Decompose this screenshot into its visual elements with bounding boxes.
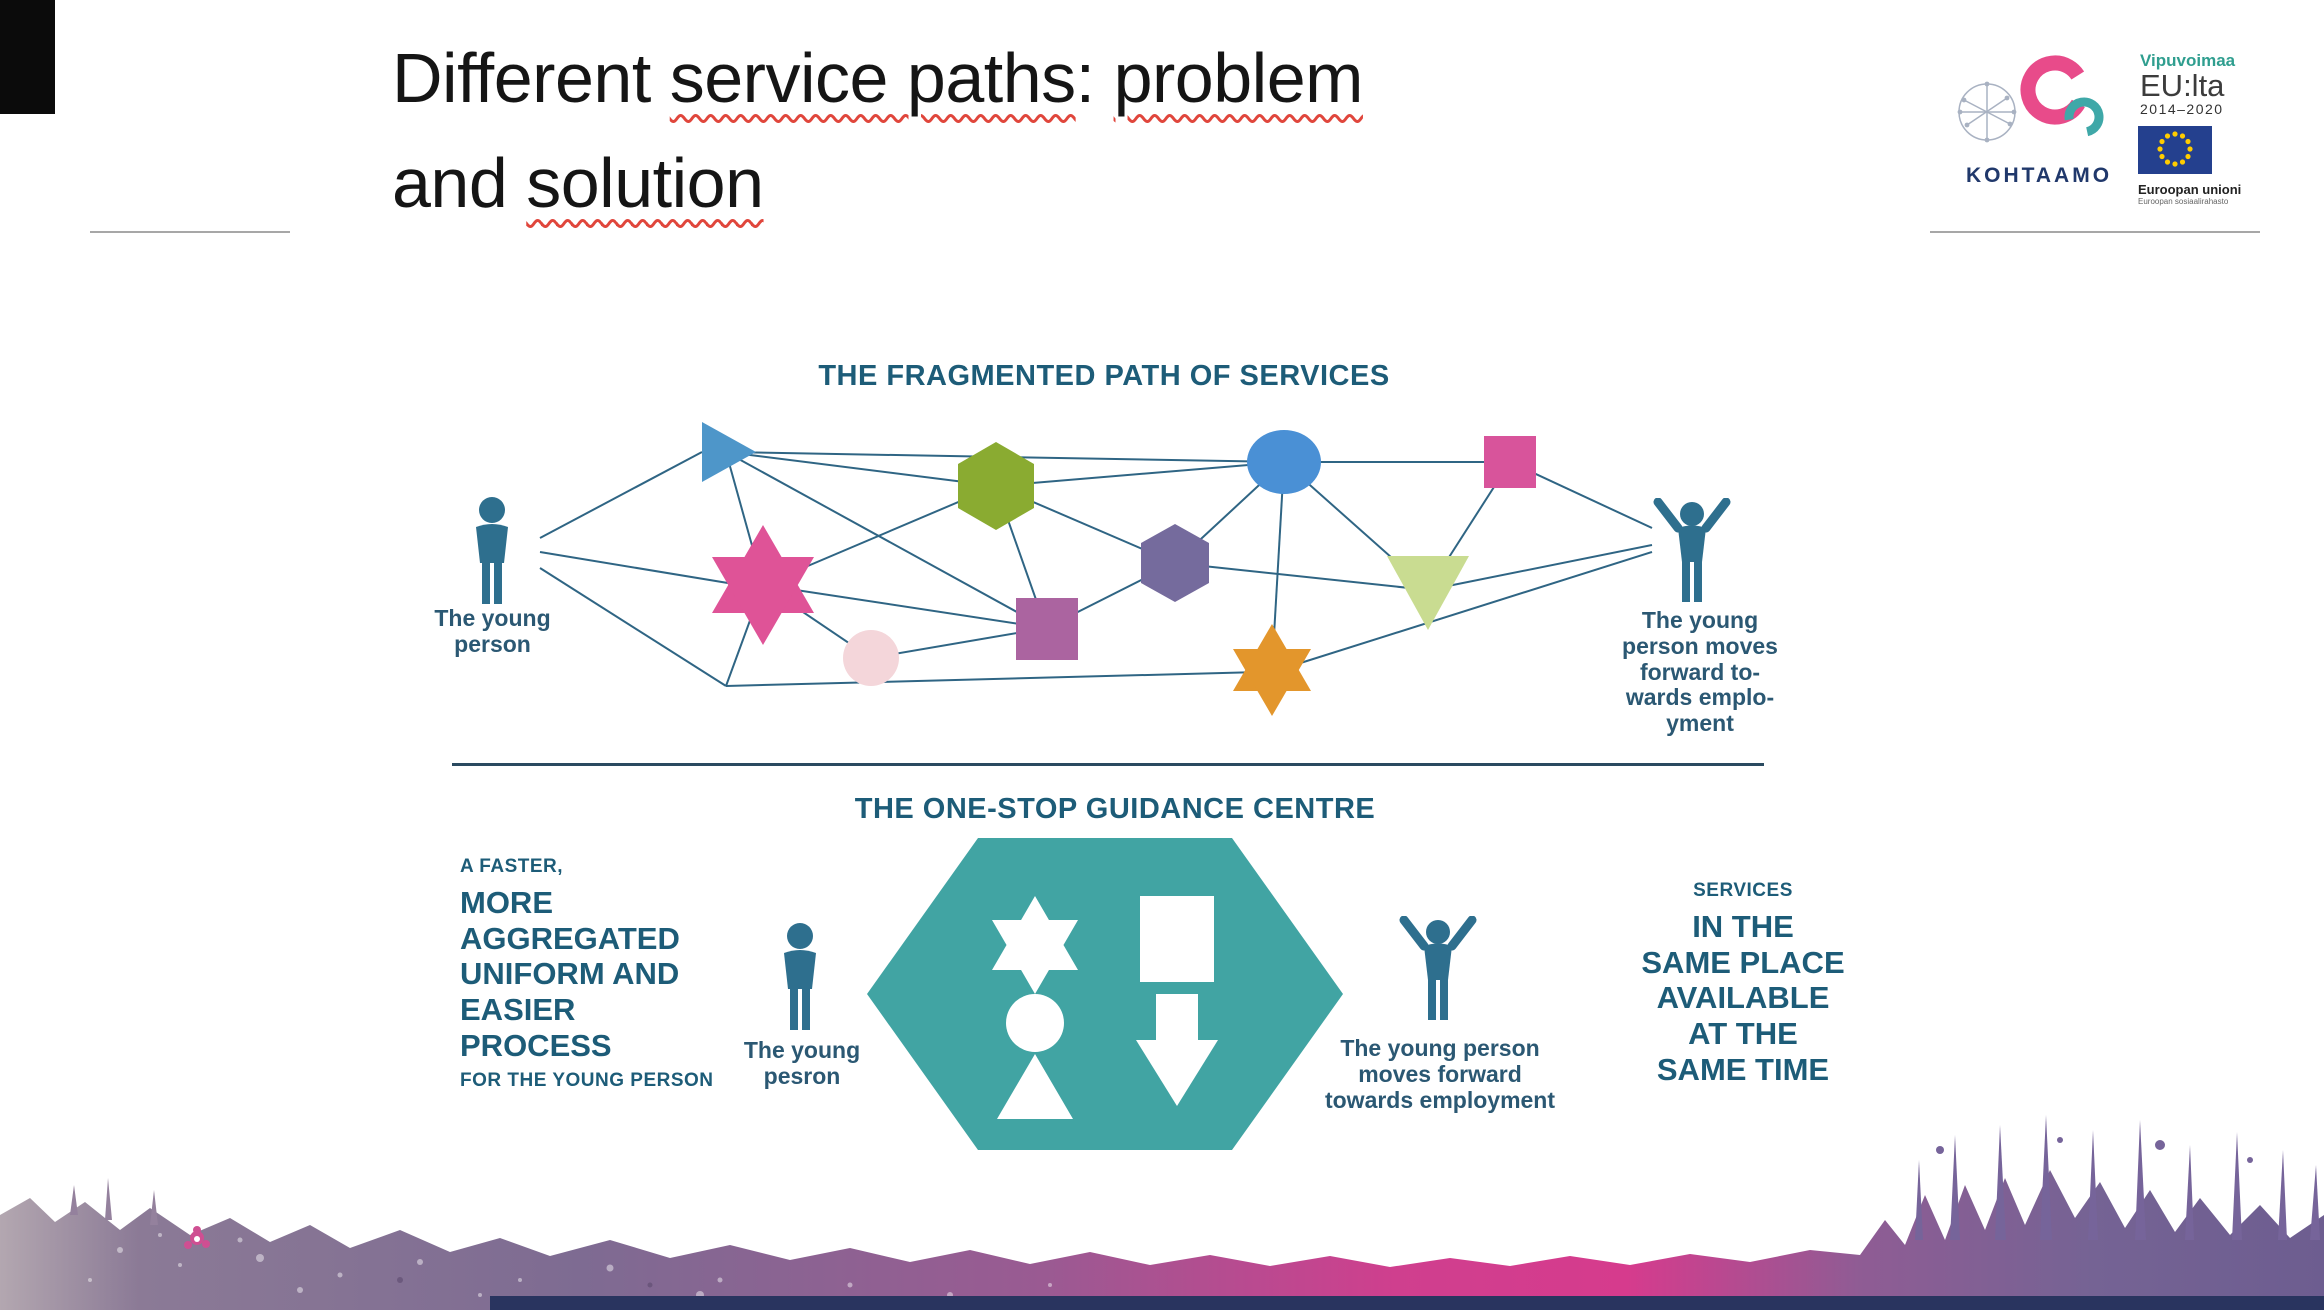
bottom-decorative-border: [0, 1115, 2324, 1310]
eulta-text: EU:lta: [2140, 67, 2225, 103]
eu-caption-sub: Euroopan sosiaalirahasto: [2138, 197, 2229, 206]
kohtaamo-wordmark: KOHTAAMO: [1965, 164, 2113, 187]
gem-white-square-icon: [1140, 896, 1214, 982]
title-spellcheck-text: problem: [1113, 39, 1364, 117]
service-shape-triangle-green: [1387, 556, 1469, 630]
gem-hexagon: [867, 838, 1343, 1150]
border-splatter-band: [0, 1170, 2324, 1310]
right-text-top: SERVICES: [1693, 880, 1793, 901]
onestop-right-person-label: The young person moves forward towards e…: [1324, 1035, 1556, 1113]
title-spellcheck-text: solution: [526, 144, 764, 222]
fragmented-heading: THE FRAGMENTED PATH OF SERVICES: [818, 360, 1390, 392]
service-shape-square-pink: [1484, 436, 1536, 488]
one-stop-guidance-centre-shape: [867, 838, 1343, 1150]
corner-accent-block: [0, 0, 55, 114]
onestop-heading: THE ONE-STOP GUIDANCE CENTRE: [854, 793, 1376, 825]
kohtaamo-logo: [1957, 55, 2104, 143]
young-person-icon: [476, 497, 508, 604]
gem-white-triangle-icon: [997, 1054, 1073, 1119]
vipuvoimaa-logo: Vipuvoimaa EU:lta 2014–2020: [2140, 52, 2290, 117]
service-shape-circle-blue: [1247, 430, 1321, 494]
gem-white-star-icon: [992, 896, 1078, 994]
border-spikes-left: [70, 1178, 158, 1225]
slide-title: Different service paths: problem and solu…: [392, 26, 1363, 236]
service-shape-hexagon-olive: [958, 442, 1034, 530]
young-person-icon: [784, 923, 816, 1030]
eu-flag-icon: [2138, 126, 2212, 174]
fragmented-network-diagram: [539, 422, 1653, 716]
title-text: and: [392, 144, 527, 222]
service-shape-triangle-blue: [702, 422, 756, 482]
left-text-big: MORE AGGREGATED UNIFORM AND EASIER PROCE…: [460, 885, 680, 1063]
decorative-rule-right: [1930, 231, 2260, 233]
kohtaamo-teal-ring-icon: [2064, 97, 2104, 137]
eu-stars: [2157, 131, 2193, 167]
kohtaamo-pink-ring-icon: [2020, 55, 2090, 125]
section-divider: [452, 763, 1764, 766]
service-shape-square-mauve: [1016, 598, 1078, 660]
left-text-top: A FASTER,: [460, 856, 564, 877]
fragmented-left-person-label: The young person: [434, 605, 551, 657]
border-spikes-right: [1915, 1115, 2320, 1240]
fragmented-right-person-label: The young person moves forward to- wards…: [1622, 607, 1778, 736]
years-text: 2014–2020: [2140, 101, 2224, 118]
service-shape-hexagon-purple: [1141, 524, 1209, 602]
young-person-raised-arms-icon: [1399, 916, 1477, 1020]
border-speckles: [88, 1233, 1052, 1299]
service-shape-star-orange: [1233, 624, 1311, 716]
service-shape-circle-palepink: [843, 630, 899, 686]
border-navy-strip: [490, 1296, 2324, 1310]
service-shape-star-pink: [712, 525, 814, 645]
onestop-right-text-block: SERVICES IN THE SAME PLACE AVAILABLE AT …: [1618, 880, 1868, 1094]
vipuvoimaa-text: Vipuvoimaa: [2140, 51, 2236, 70]
decorative-rule-left: [90, 231, 290, 233]
right-text-big: IN THE SAME PLACE AVAILABLE AT THE SAME …: [1641, 909, 1845, 1087]
gem-white-circle-icon: [1006, 994, 1064, 1052]
eu-flag-block: Euroopan unioni Euroopan sosiaalirahasto: [2138, 126, 2248, 206]
pink-splat-icon: [184, 1226, 210, 1249]
network-lines: [539, 451, 1653, 687]
onestop-left-person-label: The young pesron: [743, 1037, 861, 1089]
network-globe-icon: [1958, 83, 2016, 141]
title-text: :: [1075, 39, 1114, 117]
title-spellcheck-text: service paths: [669, 39, 1076, 117]
title-text: Different: [392, 39, 670, 117]
network-globe-dots: [1957, 81, 2017, 143]
young-person-raised-arms-icon: [1653, 498, 1731, 602]
onestop-left-text-block: A FASTER, MORE AGGREGATED UNIFORM AND EA…: [460, 856, 780, 1092]
border-dark-speckles: [397, 1277, 653, 1288]
eu-caption: Euroopan unioni: [2138, 182, 2242, 197]
left-text-bottom: FOR THE YOUNG PERSON: [460, 1070, 714, 1092]
gem-white-arrow-down-icon: [1136, 994, 1218, 1106]
